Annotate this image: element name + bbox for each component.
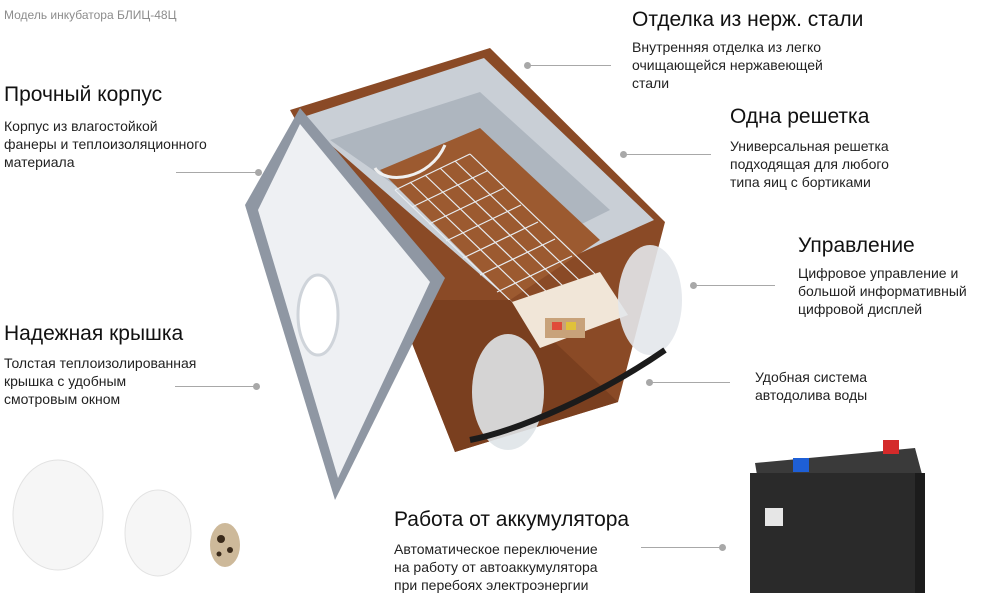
battery-illustration <box>750 440 925 593</box>
feature-body-title: Прочный корпус <box>4 83 163 106</box>
control-leader-dot <box>690 282 697 289</box>
battery-negative-terminal <box>793 458 809 472</box>
body-leader-dot <box>255 169 262 176</box>
desc-line: при перебоях электроэнергии <box>394 577 589 593</box>
desc-line: крышка с удобным <box>4 373 127 389</box>
quail-egg <box>210 523 240 567</box>
feature-lid-title: Надежная крышка <box>4 322 184 345</box>
feature-control-title: Управление <box>798 234 915 257</box>
feature-body-desc: Корпус из влагостойкой фанеры и теплоизо… <box>4 117 207 171</box>
desc-line: фанеры и теплоизоляционного <box>4 136 207 152</box>
feature-steel-title: Отделка из нерж. стали <box>632 8 864 31</box>
feature-grid: Одна решетка Универсальная решетка подхо… <box>730 105 889 191</box>
feature-grid-title: Одна решетка <box>730 105 870 128</box>
body-leader-line <box>176 172 260 173</box>
lid-leader-line <box>175 386 257 387</box>
desc-line: смотровым окном <box>4 391 121 407</box>
feature-lid: Надежная крышка Толстая теплоизолированн… <box>4 322 196 408</box>
desc-line: Корпус из влагостойкой <box>4 118 158 134</box>
eggs-illustration <box>12 459 240 577</box>
steel-leader-dot <box>524 62 531 69</box>
desc-line: большой информативный <box>798 283 967 299</box>
grid-leader-line <box>623 154 711 155</box>
desc-line: Удобная система <box>755 369 868 385</box>
feature-grid-desc: Универсальная решетка подходящая для люб… <box>730 137 889 191</box>
feature-body: Прочный корпус Корпус из влагостойкой фа… <box>4 83 207 171</box>
desc-line: подходящая для любого <box>730 156 889 172</box>
water-leader-dot <box>646 379 653 386</box>
steel-leader-line <box>527 65 611 66</box>
feature-control-desc: Цифровое управление и большой информатив… <box>798 264 967 318</box>
feature-battery-desc: Автоматическое переключение на работу от… <box>394 540 629 594</box>
feature-water-desc: Удобная система автодолива воды <box>755 368 867 404</box>
medium-egg <box>124 489 192 577</box>
feature-battery: Работа от аккумулятора Автоматическое пе… <box>394 508 629 594</box>
control-leader-line <box>693 285 775 286</box>
feature-lid-desc: Толстая теплоизолированная крышка с удоб… <box>4 354 196 408</box>
desc-line: Универсальная решетка <box>730 138 889 154</box>
desc-line: цифровой дисплей <box>798 301 923 317</box>
desc-line: очищающейся нержавеющей <box>632 57 823 73</box>
battery-leader-line <box>641 547 723 548</box>
desc-line: Цифровое управление и <box>798 265 959 281</box>
grid-leader-dot <box>620 151 627 158</box>
lid-leader-dot <box>253 383 260 390</box>
desc-line: Автоматическое переключение <box>394 541 598 557</box>
desc-line: Толстая теплоизолированная <box>4 355 197 371</box>
desc-line: автодолива воды <box>755 387 868 403</box>
water-leader-line <box>650 382 730 383</box>
feature-steel-desc: Внутренняя отделка из легко очищающейся … <box>632 38 863 92</box>
desc-line: материала <box>4 154 75 170</box>
desc-line: на работу от автоаккумулятора <box>394 559 598 575</box>
battery-leader-dot <box>719 544 726 551</box>
battery-positive-terminal <box>883 440 899 454</box>
feature-battery-title: Работа от аккумулятора <box>394 508 630 531</box>
model-caption: Модель инкубатора БЛИЦ-48Ц <box>4 8 177 22</box>
desc-line: типа яиц с бортиками <box>730 174 871 190</box>
desc-line: Внутренняя отделка из легко <box>632 39 822 55</box>
feature-control: Управление Цифровое управление и большой… <box>798 234 967 318</box>
feature-water: Удобная система автодолива воды <box>755 368 867 404</box>
large-egg <box>12 459 104 571</box>
feature-steel: Отделка из нерж. стали Внутренняя отделк… <box>632 8 863 92</box>
desc-line: стали <box>632 75 670 91</box>
